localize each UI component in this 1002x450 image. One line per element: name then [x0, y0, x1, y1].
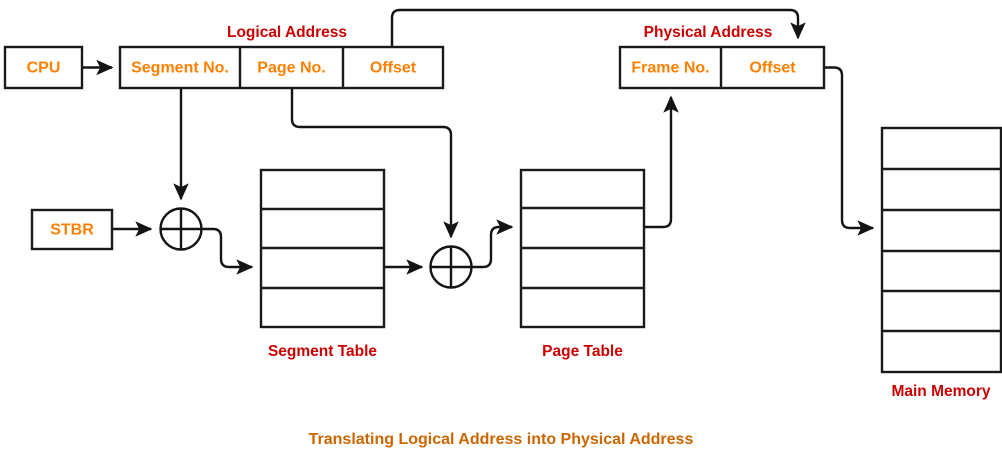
physical-field-offset: Offset [749, 60, 796, 77]
stbr-label: STBR [50, 222, 94, 239]
page-table-adder [429, 245, 473, 289]
physical-address-box: Frame No. Offset [618, 45, 826, 90]
wire-page-table-to-frame-no [644, 95, 679, 229]
wire-adder-to-page-table [471, 219, 514, 269]
wire-page-no-to-adder [290, 88, 459, 239]
wire-physical-address-to-main-memory [824, 66, 875, 236]
segment-table-adder [159, 207, 203, 251]
cpu-block: CPU [3, 45, 84, 90]
page-table-caption: Page Table [542, 343, 623, 360]
physical-address-title: Physical Address [644, 24, 773, 41]
logical-field-page-no: Page No. [257, 60, 325, 77]
page-table: Page Table [519, 168, 646, 360]
logical-address-title: Logical Address [227, 24, 347, 41]
main-memory-caption: Main Memory [891, 383, 990, 400]
diagram-caption: Translating Logical Address into Physica… [309, 431, 694, 448]
logical-field-segment-no: Segment No. [131, 60, 229, 77]
wire-adder-to-segment-table [201, 227, 254, 275]
segment-table: Segment Table [259, 168, 386, 360]
main-memory: Main Memory [880, 126, 1002, 400]
logical-address-box: Segment No. Page No. Offset [118, 45, 445, 90]
logical-address-title-group: Logical Address [227, 24, 347, 41]
physical-address-title-group: Physical Address [644, 24, 773, 41]
cpu-label: CPU [27, 60, 61, 77]
wire-offset-to-physical-offset [390, 8, 806, 47]
physical-field-frame-no: Frame No. [631, 60, 709, 77]
stbr-block: STBR [30, 208, 114, 251]
logical-field-offset: Offset [370, 60, 417, 77]
segment-table-caption: Segment Table [268, 343, 377, 360]
